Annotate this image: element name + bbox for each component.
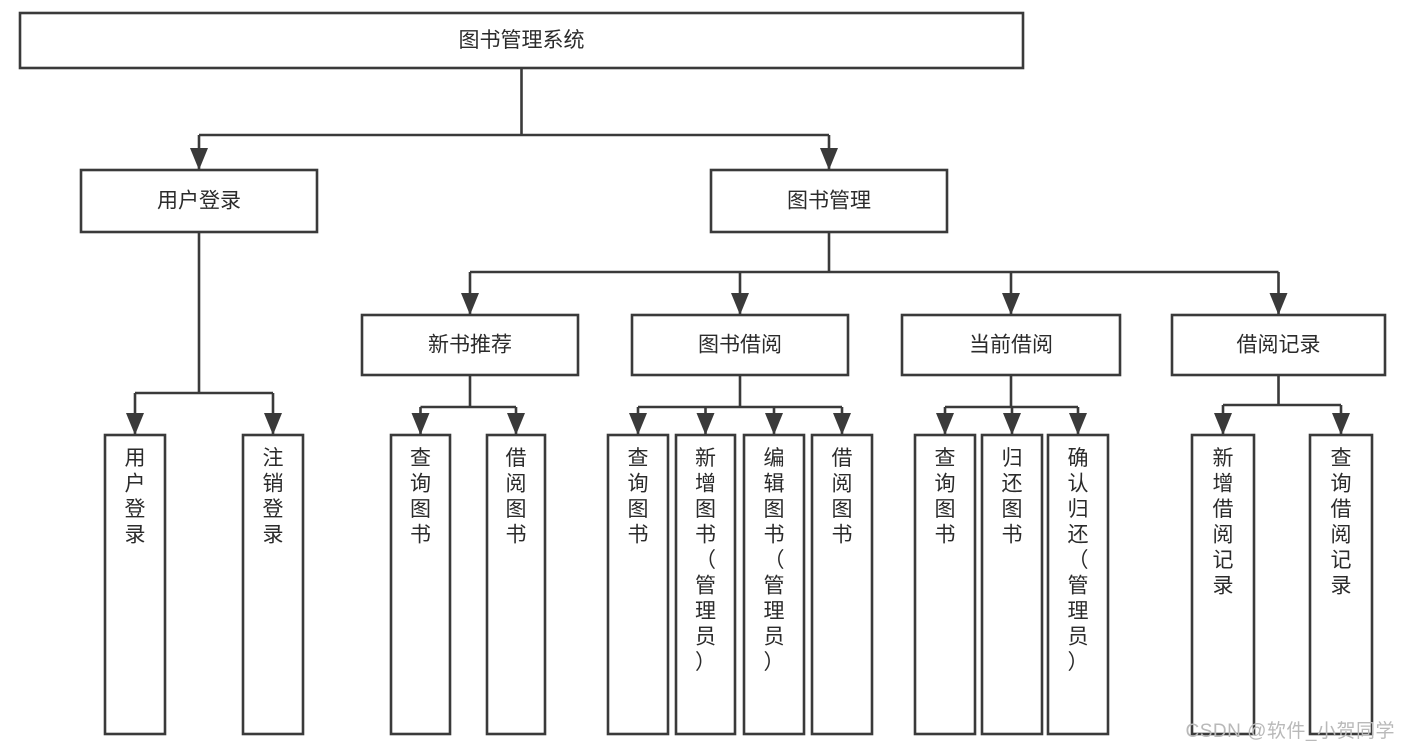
- node-root: 图书管理系统: [18, 11, 1025, 70]
- node-leaf-13: 查询借阅记录: [1308, 433, 1374, 736]
- nodes-layer: 图书管理系统用户登录图书管理新书推荐图书借阅当前借阅借阅记录用户登录注销登录查询…: [18, 11, 1387, 736]
- arrow-head-level2-4: [1269, 293, 1288, 315]
- node-level2-3: 当前借阅: [900, 313, 1122, 377]
- node-leaf-label-11: 确认归还（管理员）: [1068, 447, 1089, 674]
- node-leaf-3: 查询图书: [389, 433, 452, 736]
- arrow-head-leaf-8: [936, 413, 954, 435]
- arrow-head-level1-2: [820, 148, 838, 170]
- arrow-head-level2-2: [731, 293, 749, 315]
- arrow-head-leaf-6: [765, 413, 783, 435]
- node-leaf-7: 编辑图书（管理员）: [742, 433, 806, 736]
- arrow-head-leaf-1: [264, 413, 282, 435]
- node-root-label: 图书管理系统: [459, 29, 585, 52]
- node-leaf-label-5: 查询图书: [628, 447, 649, 547]
- arrow-head-leaf-10: [1069, 413, 1087, 435]
- node-leaf-5: 查询图书: [606, 433, 670, 736]
- arrow-head-leaf-4: [629, 413, 647, 435]
- node-level1-2: 图书管理: [709, 168, 949, 234]
- node-leaf-12: 新增借阅记录: [1190, 433, 1256, 736]
- node-level2-4: 借阅记录: [1170, 313, 1387, 377]
- node-level2-1: 新书推荐: [360, 313, 580, 377]
- arrow-head-leaf-5: [696, 413, 715, 435]
- node-leaf-6: 新增图书（管理员）: [674, 433, 737, 736]
- node-leaf-label-3: 查询图书: [410, 447, 431, 547]
- node-level2-2: 图书借阅: [630, 313, 850, 377]
- arrow-head-leaf-9: [1003, 413, 1021, 435]
- arrow-head-leaf-7: [833, 413, 851, 435]
- node-leaf-8: 借阅图书: [810, 433, 874, 736]
- arrow-head-leaf-12: [1332, 413, 1350, 435]
- node-leaf-1: 用户登录: [103, 433, 167, 736]
- node-level1-label-1: 用户登录: [157, 190, 241, 213]
- node-leaf-label-12: 新增借阅记录: [1213, 447, 1234, 598]
- node-leaf-4: 借阅图书: [485, 433, 547, 736]
- node-leaf-label-8: 借阅图书: [832, 447, 853, 547]
- node-leaf-label-6: 新增图书（管理员）: [695, 447, 716, 674]
- node-level2-label-4: 借阅记录: [1237, 334, 1321, 357]
- node-leaf-10: 归还图书: [980, 433, 1044, 736]
- node-leaf-2: 注销登录: [241, 433, 305, 736]
- node-leaf-label-10: 归还图书: [1002, 447, 1023, 547]
- arrow-head-leaf-2: [411, 413, 430, 435]
- node-level1-label-2: 图书管理: [787, 190, 871, 213]
- node-level2-label-1: 新书推荐: [428, 334, 512, 357]
- arrow-head-level2-1: [461, 293, 479, 315]
- node-level2-label-2: 图书借阅: [698, 334, 782, 357]
- connectors-layer: [126, 68, 1350, 435]
- node-leaf-label-4: 借阅图书: [506, 447, 527, 547]
- node-leaf-label-2: 注销登录: [263, 447, 284, 547]
- node-level1-1: 用户登录: [79, 168, 319, 234]
- node-level2-label-3: 当前借阅: [969, 334, 1053, 357]
- arrow-head-level2-3: [1002, 293, 1020, 315]
- node-leaf-11: 确认归还（管理员）: [1046, 433, 1110, 736]
- node-leaf-9: 查询图书: [913, 433, 977, 736]
- node-leaf-label-9: 查询图书: [935, 447, 956, 547]
- arrow-head-leaf-0: [126, 413, 144, 435]
- node-leaf-label-13: 查询借阅记录: [1331, 447, 1352, 598]
- arrow-head-leaf-11: [1214, 413, 1232, 435]
- node-leaf-label-7: 编辑图书（管理员）: [764, 447, 785, 674]
- arrow-head-level1-1: [190, 148, 208, 170]
- arrow-head-leaf-3: [507, 413, 525, 435]
- node-leaf-label-1: 用户登录: [125, 447, 146, 547]
